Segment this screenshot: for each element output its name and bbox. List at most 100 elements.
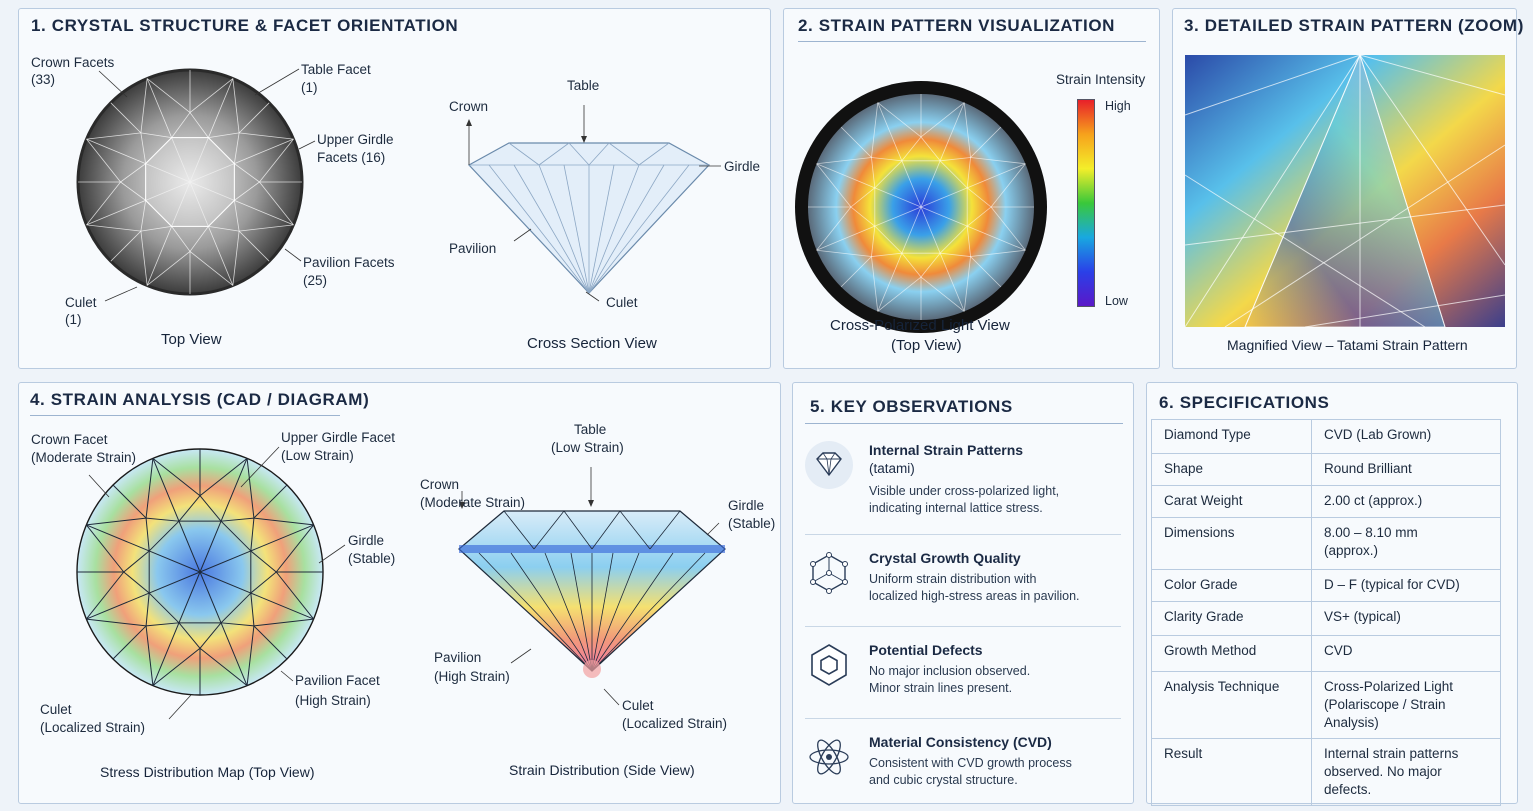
facet-line [1359,54,1506,266]
observation-title: Potential Defects [869,642,983,658]
spec-key: Diamond Type [1151,419,1312,454]
facet-line [146,622,179,627]
facet-line [877,253,903,312]
facet-line [178,622,201,649]
facet-line [140,132,172,139]
polarized-top-view [795,81,1047,333]
facet-line [877,102,922,138]
label-side-girdle: Girdle [728,498,765,513]
facet-line [871,256,879,312]
facet-line [840,126,872,158]
facet-line [221,517,254,522]
facet-line [140,132,147,164]
zoom-strain-image [1184,53,1506,328]
label-upper-girdle-facet: Upper Girdle Facet [281,430,396,445]
facet-line [1184,54,1361,116]
facet-line [234,163,260,183]
observation-item: Crystal Growth Quality Uniform strain di… [805,549,1121,627]
facet-line [840,256,872,288]
facet-line [877,102,903,161]
facet-line [86,524,150,552]
facet-line [920,206,968,227]
facet-line [146,78,173,138]
facet-line [233,132,240,164]
facet-line [920,187,968,208]
label-side-girdle-2: (Stable) [728,516,776,531]
facet-line [874,206,922,227]
facet-line [1244,54,1361,328]
facet-line [171,181,191,227]
observation-item: Material Consistency (CVD) Consistent wi… [805,733,1121,795]
observation-body: Visible under cross-polarized light, ind… [869,484,1060,515]
facet-line [275,524,315,573]
facet-line [189,181,235,201]
facet-line [152,647,201,687]
facet-line [970,126,1002,158]
strain-side-view [458,510,726,678]
diamond-cross-section [468,142,710,294]
panel-detailed-zoom: 3. DETAILED STRAIN PATTERN (ZOOM) Magnif… [1172,8,1523,369]
caption-side-view: Strain Distribution (Side View) [509,762,695,778]
panel-crystal-structure: 1. CRYSTAL STRUCTURE & FACET ORIENTATION… [18,8,771,369]
facet-line [1184,54,1361,328]
facet-line [110,102,142,134]
panel-title: 1. CRYSTAL STRUCTURE & FACET ORIENTATION [31,16,459,35]
strain-color-bar [1077,99,1095,307]
title-divider [798,41,1146,42]
facet-line [850,206,876,227]
facet-line [189,137,209,183]
panel-title: 6. SPECIFICATIONS [1159,393,1330,412]
facet-line [189,226,209,252]
facet-line [199,457,248,497]
facet-line [275,571,315,620]
label-pavilion-facet-2: (High Strain) [295,693,371,708]
spec-value: CVD [1311,635,1501,672]
facet-line [239,132,294,140]
label-culet-count: (1) [65,312,82,327]
facet-line [966,226,971,257]
facet-line [920,160,941,208]
facet-line [110,230,142,262]
label-upper-girdle-facet-2: (Low Strain) [281,448,354,463]
facet-line [871,102,879,158]
label-cs-culet: Culet [606,295,638,310]
spec-value: Cross-Polarized Light (Polariscope / Str… [1311,671,1501,739]
facet-line [199,622,222,649]
panel-key-observations: 5. KEY OBSERVATIONS Internal Strain Patt… [792,382,1134,804]
spec-value: VS+ (typical) [1311,601,1501,636]
atom-icon [805,733,853,781]
facet-line [208,132,240,139]
facet-line [145,163,191,183]
label-girdle-stable: Girdle [348,533,385,548]
spec-value: Internal strain patterns observed. No ma… [1311,738,1501,806]
observation-body: Consistent with CVD growth process and c… [869,756,1072,787]
label-table-count: (1) [301,80,318,95]
spec-key: Result [1151,738,1312,806]
facet-line [86,132,141,140]
facet-line [816,206,852,251]
facet-line [234,138,294,165]
legend-low: Low [1105,294,1128,308]
label-culet-localized: Culet [40,702,72,717]
facet-line [171,137,191,183]
label-crown-facet: Crown Facet [31,432,108,447]
spec-value: Round Brilliant [1311,453,1501,486]
facet-line [1304,294,1506,328]
cross-section-leaders [466,105,721,302]
facet-line [259,181,294,226]
facet-line [86,592,150,620]
facet-line [123,550,150,573]
cube-lattice-icon [805,549,853,597]
label-cs-girdle: Girdle [724,159,761,174]
panel-title: 5. KEY OBSERVATIONS [810,397,1013,416]
caption-polarized: Cross-Polarized Light View [830,317,1010,334]
facet-line [220,458,248,522]
facet-line [140,225,172,232]
facet-line [148,592,180,624]
